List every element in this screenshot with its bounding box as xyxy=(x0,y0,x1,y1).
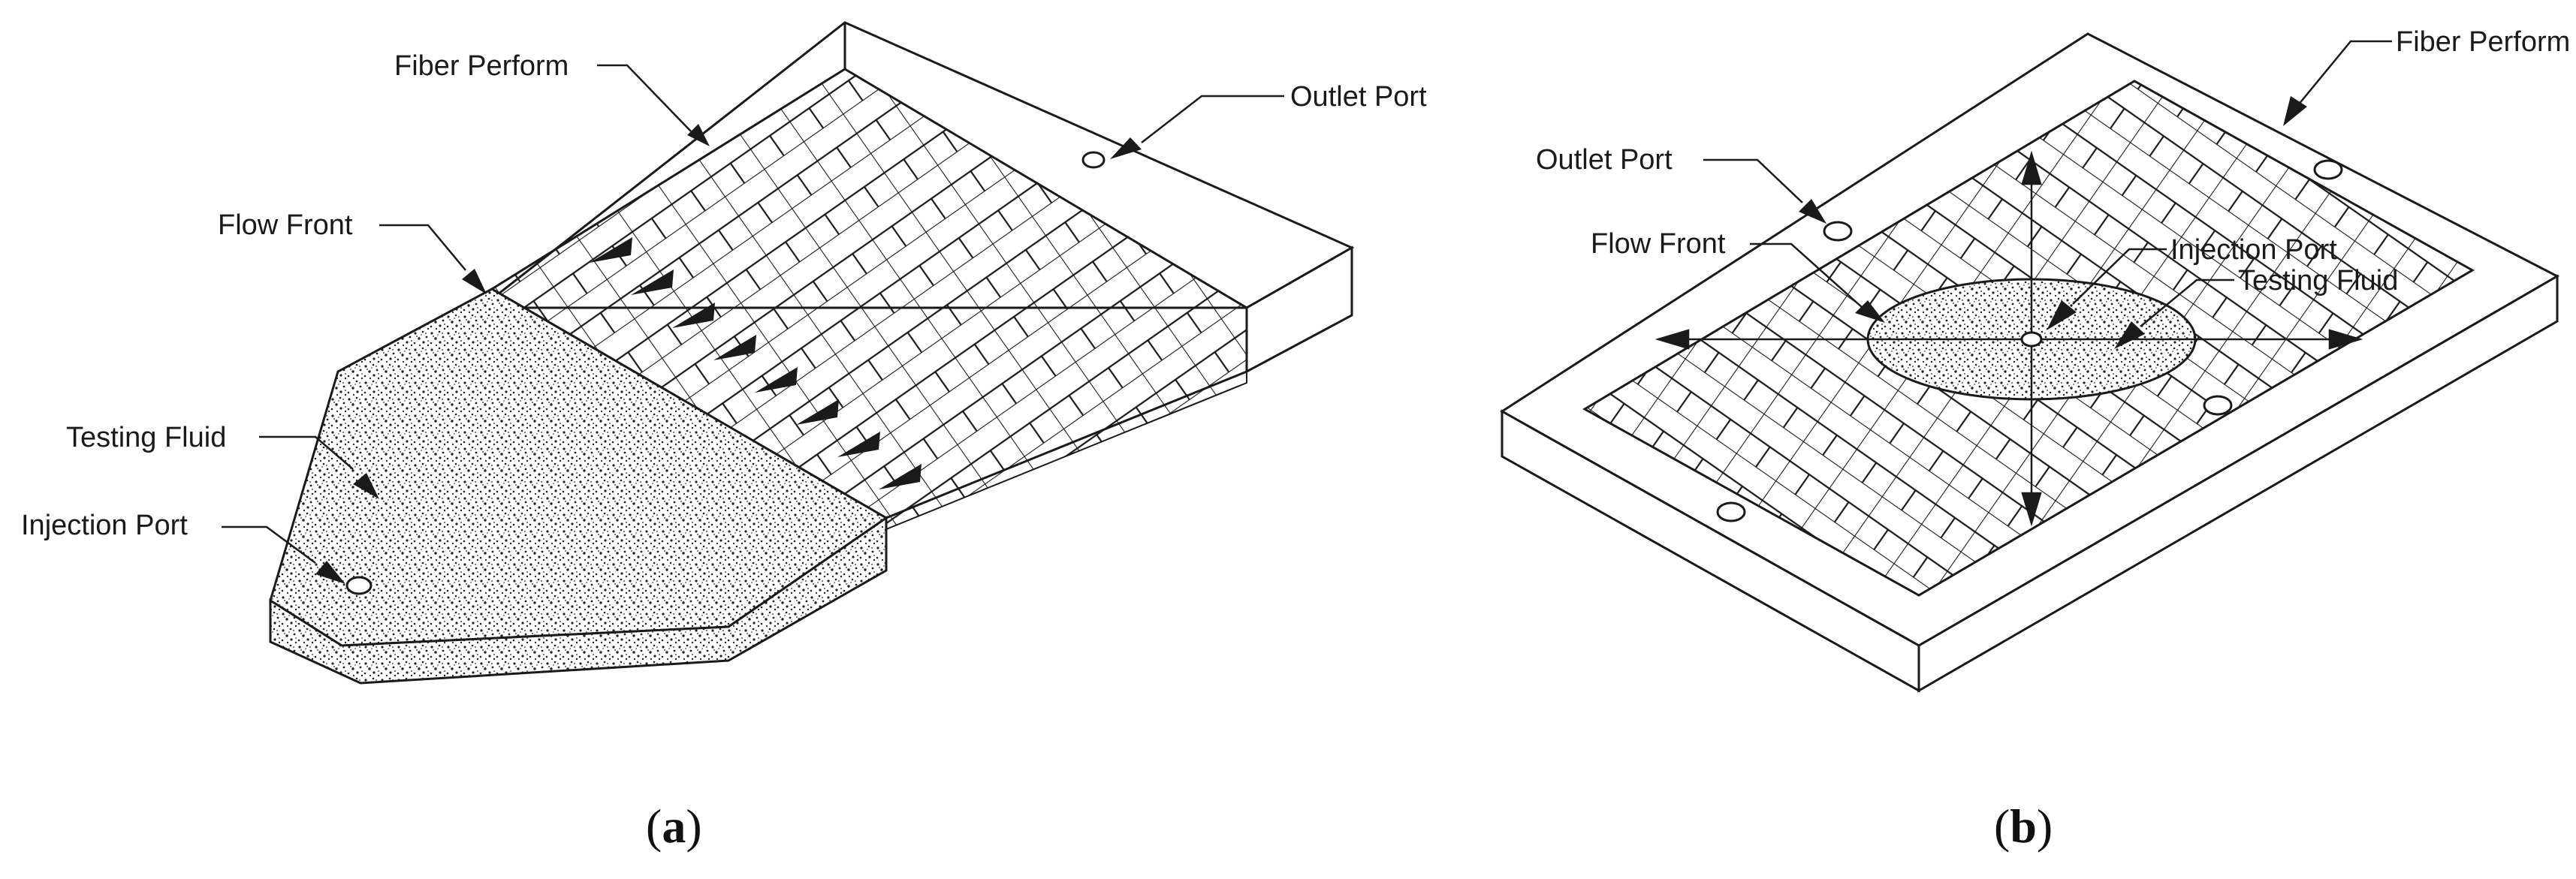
callout-injection-port-a: Injection Port xyxy=(21,510,345,584)
callout-testing-fluid-a: Testing Fluid xyxy=(66,422,379,499)
callout-fiber-perform-a: Fiber Perform xyxy=(394,50,710,146)
callout-flow-front-a: Flow Front xyxy=(218,209,487,294)
label-testing-fluid-a: Testing Fluid xyxy=(66,422,226,453)
radial-arrows-b xyxy=(1654,150,2363,527)
label-fiber-perform-b: Fiber Perform xyxy=(2396,26,2570,58)
label-outlet-port-b: Outlet Port xyxy=(1536,144,1673,176)
outlet-port-b-3 xyxy=(2203,395,2233,416)
label-testing-fluid-b: Testing Fluid xyxy=(2238,265,2398,297)
callout-testing-fluid-b: Testing Fluid xyxy=(2114,265,2398,349)
callout-fiber-perform-b: Fiber Perform xyxy=(2283,26,2570,126)
outlet-port-b-4 xyxy=(1716,501,1746,522)
label-outlet-port-a: Outlet Port xyxy=(1290,81,1427,113)
outlet-port-a xyxy=(1081,151,1106,169)
panel-b: Fiber Perform Outlet Port Flow Front Inj… xyxy=(1500,26,2570,853)
panel-a: Fiber Perform Outlet Port Flow Front Tes… xyxy=(21,21,1427,853)
injection-port-a xyxy=(345,576,373,595)
outlet-port-b-1 xyxy=(1823,221,1853,242)
caption-b: (b) xyxy=(1994,799,2053,853)
mold-b-side-right xyxy=(1917,274,2559,693)
injection-port-b xyxy=(2020,331,2043,348)
testing-fluid-a-side xyxy=(269,516,888,685)
callout-injection-port-b: Injection Port xyxy=(2047,234,2337,330)
label-flow-front-b: Flow Front xyxy=(1591,228,1726,260)
outlet-port-b-2 xyxy=(2313,159,2343,180)
label-injection-port-a: Injection Port xyxy=(21,510,188,541)
label-flow-front-a: Flow Front xyxy=(218,209,353,241)
flow-arrows-a xyxy=(590,237,922,489)
callout-flow-front-b: Flow Front xyxy=(1591,228,1885,323)
callout-outlet-port-a: Outlet Port xyxy=(1110,81,1427,159)
label-injection-port-b: Injection Port xyxy=(2170,234,2337,266)
label-fiber-perform-a: Fiber Perform xyxy=(394,50,569,82)
callout-outlet-port-b: Outlet Port xyxy=(1536,144,1826,224)
caption-a: (a) xyxy=(646,799,702,853)
